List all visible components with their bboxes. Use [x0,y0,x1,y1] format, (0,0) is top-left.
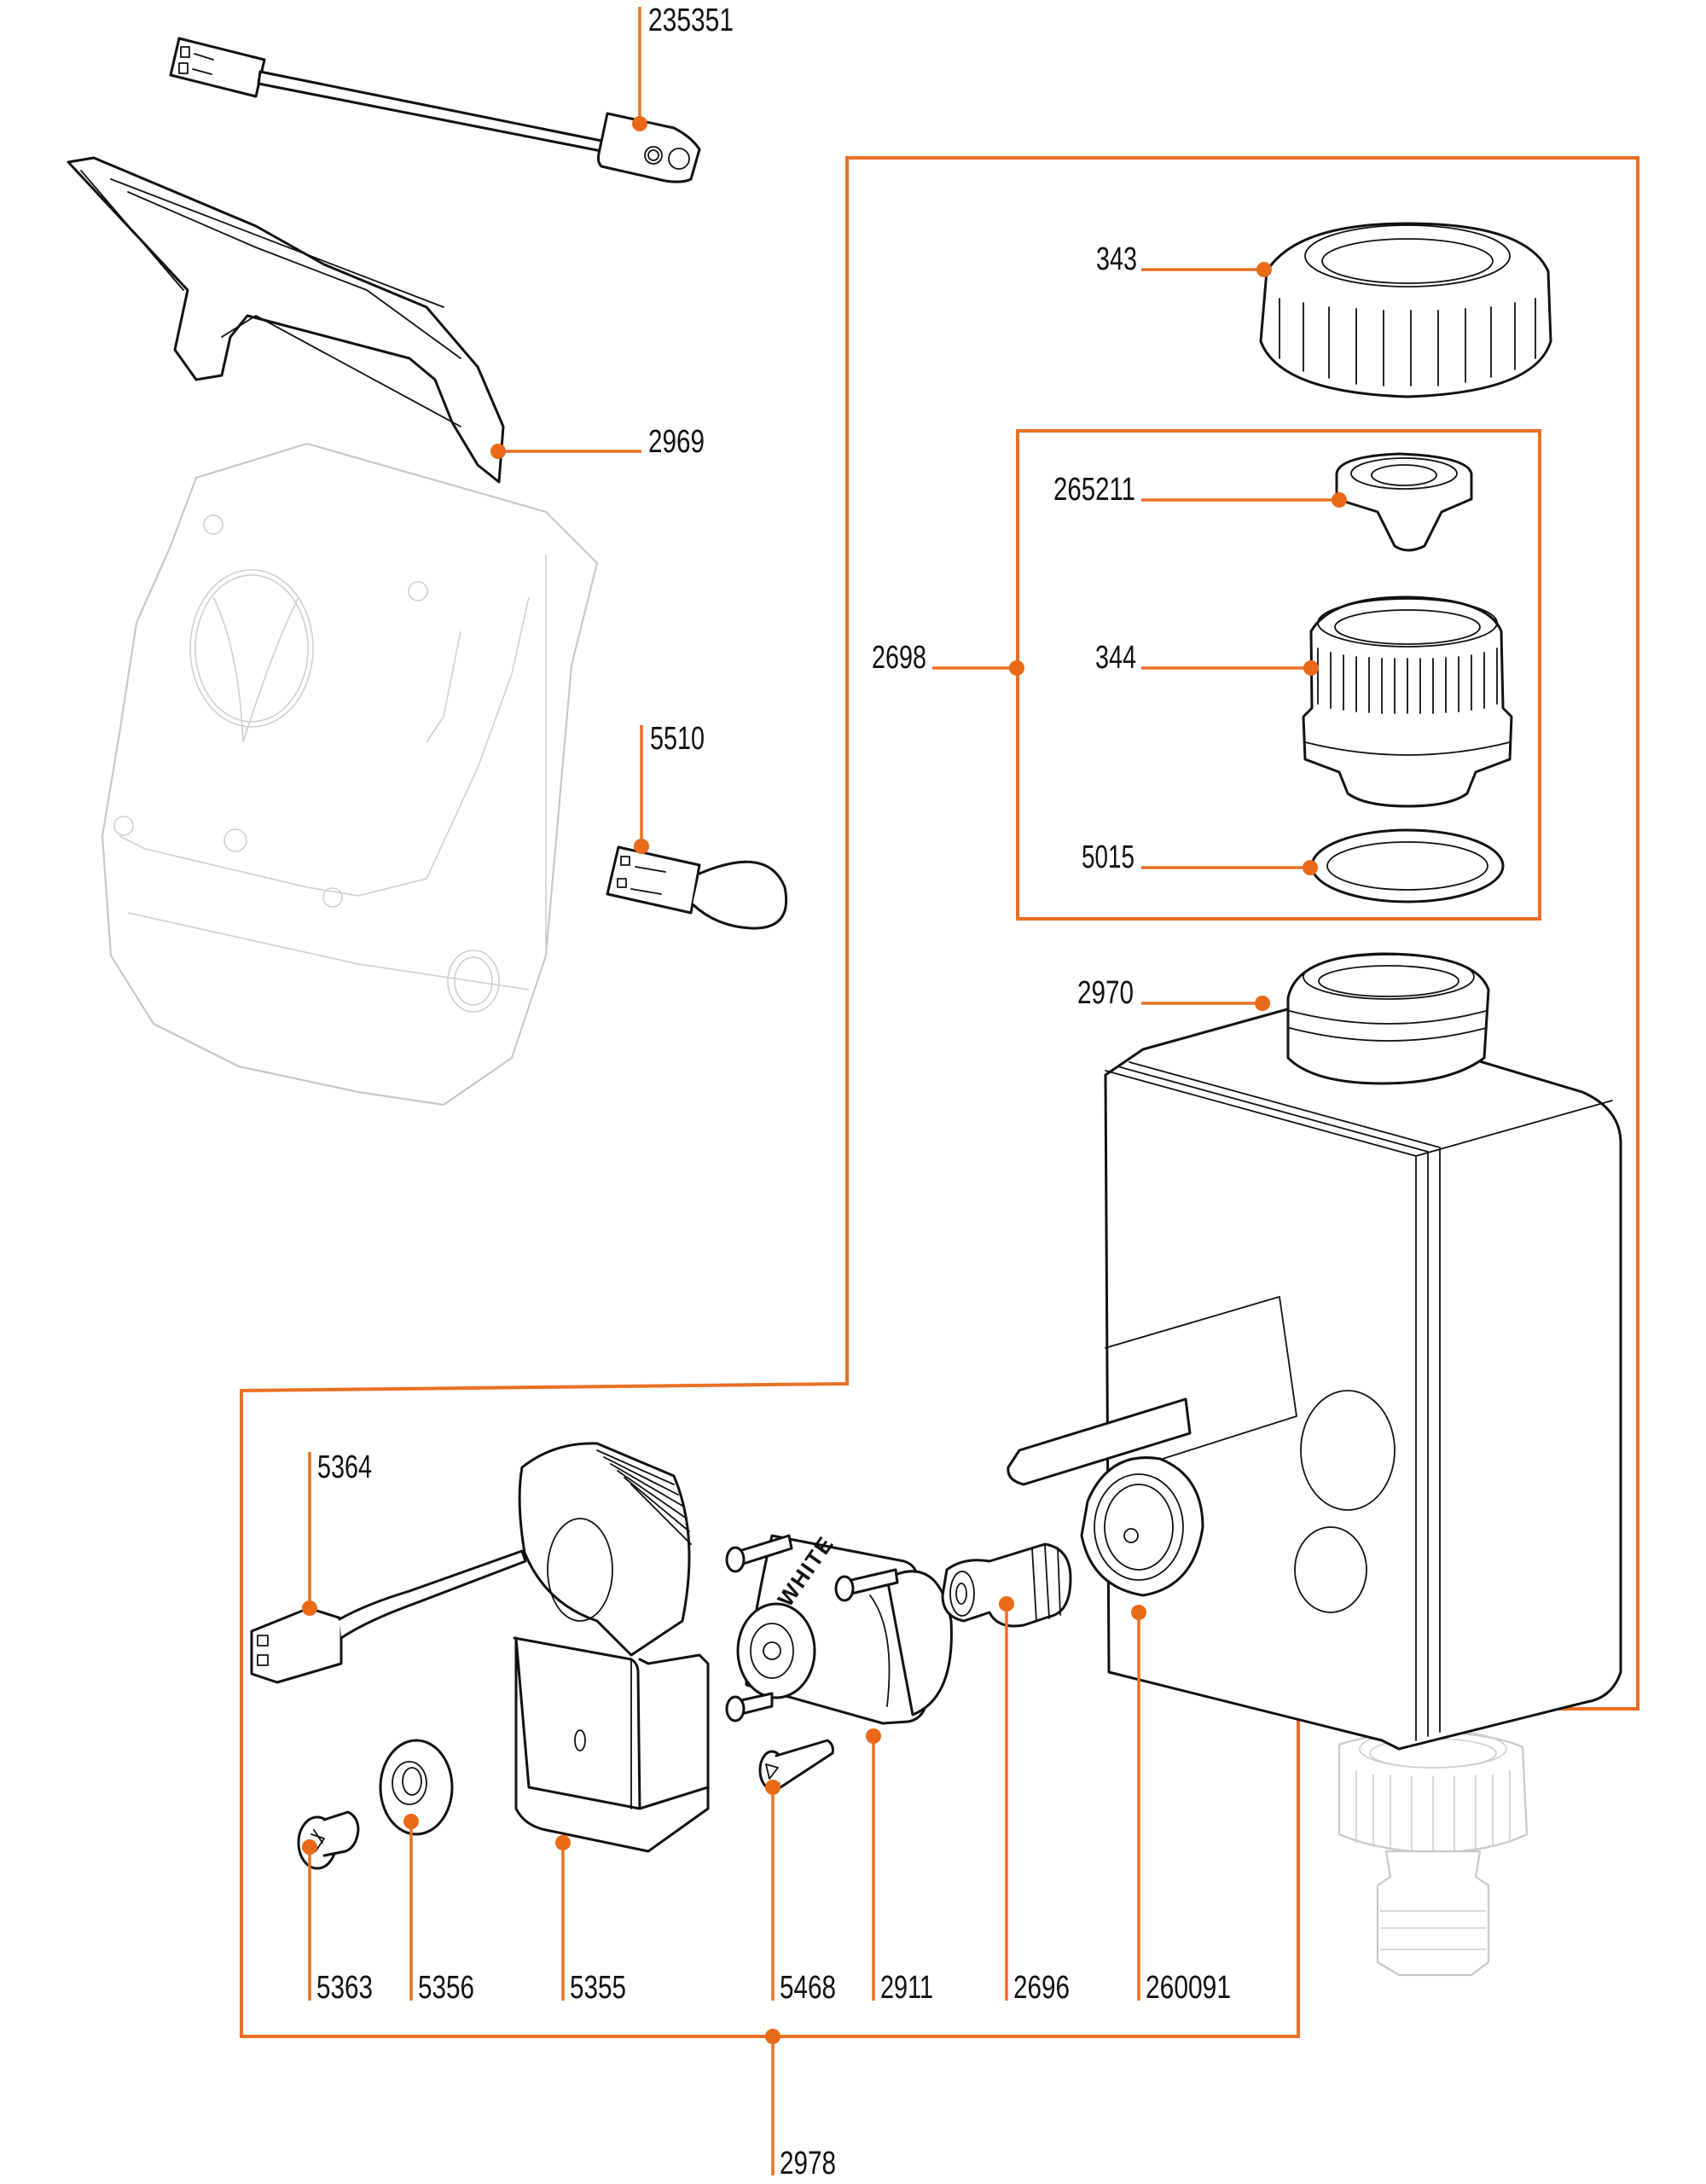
part-5510-drawing [606,845,788,930]
callout-2698[interactable]: 2698 [872,640,1024,676]
part-label-343: 343 [1096,241,1137,277]
part-5468-drawing [758,1739,834,1791]
part-343-drawing [1259,222,1552,398]
part-label-260091: 260091 [1146,1970,1231,2006]
part-label-5356: 5356 [418,1970,474,2006]
part-5015-drawing [1310,828,1505,903]
part-label-2911: 2911 [880,1970,933,2006]
part-265211-drawing [1335,452,1473,552]
part-label-235351: 235351 [648,3,734,38]
callout-5510[interactable]: 5510 [634,721,705,854]
callout-2911[interactable]: 2911 [866,1728,933,2006]
part-label-344: 344 [1095,640,1136,676]
callout-5015[interactable]: 5015 [1082,839,1318,875]
part-label-5015: 5015 [1082,839,1134,875]
callout-260091[interactable]: 260091 [1131,1605,1231,2006]
part-label-5363: 5363 [316,1970,373,2006]
part-label-2696: 2696 [1013,1970,1070,2006]
part-5356-drawing [379,1739,454,1836]
callout-265211[interactable]: 265211 [1053,472,1347,508]
callout-5468[interactable]: 5468 [765,1780,836,2006]
ghost-tap-connector [1338,1729,1529,1977]
part-label-5510: 5510 [650,721,705,757]
part-344-drawing [1302,595,1513,808]
part-5363-drawing [297,1810,360,1870]
part-235351-drawing [169,37,701,183]
part-label-2969: 2969 [648,424,705,460]
part-2696-drawing [941,1542,1072,1628]
ghost-control-housing [101,442,599,1107]
part-label-5468: 5468 [780,1970,836,2006]
callout-2696[interactable]: 2696 [999,1596,1070,2006]
callout-2978[interactable]: 2978 [765,2029,836,2181]
part-label-2698: 2698 [872,640,926,676]
part-5355-drawing [513,1636,710,1853]
group-frame-2978 [240,156,1639,2038]
callout-5363[interactable]: 5363 [302,1839,373,2006]
callout-2970[interactable]: 2970 [1077,975,1270,1011]
callout-5355[interactable]: 5355 [555,1835,626,2006]
part-label-5364: 5364 [317,1449,372,1485]
callout-344[interactable]: 344 [1095,640,1319,676]
part-2969-drawing [67,156,505,484]
callout-235351[interactable]: 235351 [632,3,734,131]
part-label-5355: 5355 [570,1970,626,2006]
callout-5356[interactable]: 5356 [403,1814,474,2006]
part-2911-drawing: WHITE [725,1531,953,1725]
callout-343[interactable]: 343 [1096,241,1272,277]
callout-5364[interactable]: 5364 [302,1449,372,1616]
part-2970-drawing [1007,952,1622,1751]
part-label-2970: 2970 [1077,975,1134,1011]
part-label-2978: 2978 [780,2146,836,2181]
callout-2969[interactable]: 2969 [490,424,705,460]
part-label-265211: 265211 [1053,472,1135,508]
